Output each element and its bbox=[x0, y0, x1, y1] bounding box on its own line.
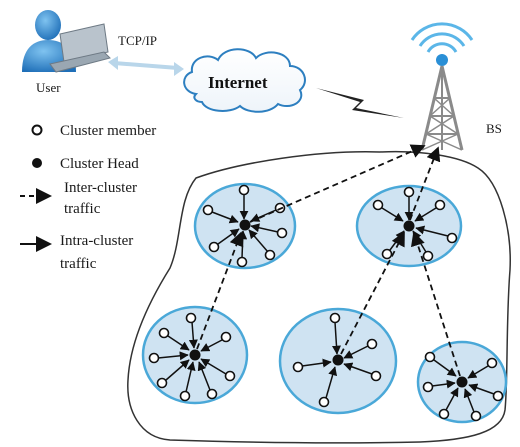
user-icon bbox=[22, 10, 111, 73]
cluster-member bbox=[438, 408, 450, 420]
inter-arrow-c2-bs bbox=[409, 146, 441, 221]
cluster-2 bbox=[355, 184, 463, 268]
bs-label: BS bbox=[486, 121, 502, 136]
cluster-head bbox=[456, 376, 468, 388]
legend-inter-label-1: Inter-cluster bbox=[64, 180, 137, 196]
cluster-head bbox=[332, 354, 344, 366]
cluster-member bbox=[403, 186, 415, 198]
cluster-member bbox=[424, 351, 436, 363]
cluster-member bbox=[264, 249, 276, 261]
cluster-member bbox=[202, 204, 214, 216]
cluster-member bbox=[185, 312, 197, 324]
cluster-member bbox=[370, 370, 382, 382]
cluster-member bbox=[206, 388, 218, 400]
legend-member-label: Cluster member bbox=[60, 123, 156, 139]
signal-waves-icon bbox=[410, 22, 474, 53]
cluster-member bbox=[381, 248, 393, 260]
user-label: User bbox=[36, 80, 61, 95]
cluster-4 bbox=[278, 307, 398, 415]
cluster-member bbox=[220, 331, 232, 343]
legend-head-symbol bbox=[32, 158, 42, 168]
clusters bbox=[141, 182, 508, 424]
cluster-member bbox=[276, 227, 288, 239]
cluster-member bbox=[156, 377, 168, 389]
cluster-head bbox=[403, 220, 415, 232]
cluster-head bbox=[189, 349, 201, 361]
internet-label: Internet bbox=[208, 73, 268, 92]
cluster-member bbox=[446, 232, 458, 244]
cluster-member bbox=[486, 357, 498, 369]
legend-member-symbol bbox=[31, 124, 43, 136]
cluster-1 bbox=[193, 182, 297, 270]
cluster-5 bbox=[416, 340, 508, 424]
cluster-member bbox=[329, 312, 341, 324]
cluster-member bbox=[318, 396, 330, 408]
cluster-member bbox=[422, 381, 434, 393]
inter-arrow-c1-bs bbox=[249, 144, 426, 223]
inter-arrow-c4-c2 bbox=[340, 231, 405, 355]
cluster-member bbox=[238, 184, 250, 196]
cluster-member bbox=[434, 199, 446, 211]
base-station-tower bbox=[410, 22, 474, 151]
cluster-member bbox=[148, 352, 160, 364]
cluster-member bbox=[224, 370, 236, 382]
cluster-member bbox=[366, 338, 378, 350]
legend-head-label: Cluster Head bbox=[60, 156, 139, 172]
tcpip-label: TCP/IP bbox=[118, 33, 157, 48]
legend-intra-label-1: Intra-cluster bbox=[60, 233, 133, 249]
cluster-member bbox=[236, 256, 248, 268]
cluster-member bbox=[492, 390, 504, 402]
cluster-member bbox=[208, 241, 220, 253]
wireless-link-bolt bbox=[316, 88, 404, 118]
inter-cluster-traffic bbox=[196, 144, 461, 377]
tcpip-link bbox=[108, 56, 184, 76]
legend-intra-label-2: traffic bbox=[60, 256, 97, 272]
cluster-member bbox=[470, 410, 482, 422]
cluster-member bbox=[179, 390, 191, 402]
cluster-member bbox=[422, 250, 434, 262]
legend: Cluster member Cluster Head Inter-cluste… bbox=[20, 123, 156, 272]
cluster-head bbox=[239, 219, 251, 231]
legend-inter-label-2: traffic bbox=[64, 201, 101, 217]
internet-cloud bbox=[183, 48, 306, 113]
cluster-member bbox=[158, 327, 170, 339]
cluster-member bbox=[372, 199, 384, 211]
inter-arrow-c3-c1 bbox=[196, 231, 244, 350]
cluster-3 bbox=[141, 305, 249, 405]
laptop-icon bbox=[49, 23, 111, 73]
cluster-member bbox=[292, 361, 304, 373]
inter-arrow-c5-c2 bbox=[411, 231, 461, 377]
